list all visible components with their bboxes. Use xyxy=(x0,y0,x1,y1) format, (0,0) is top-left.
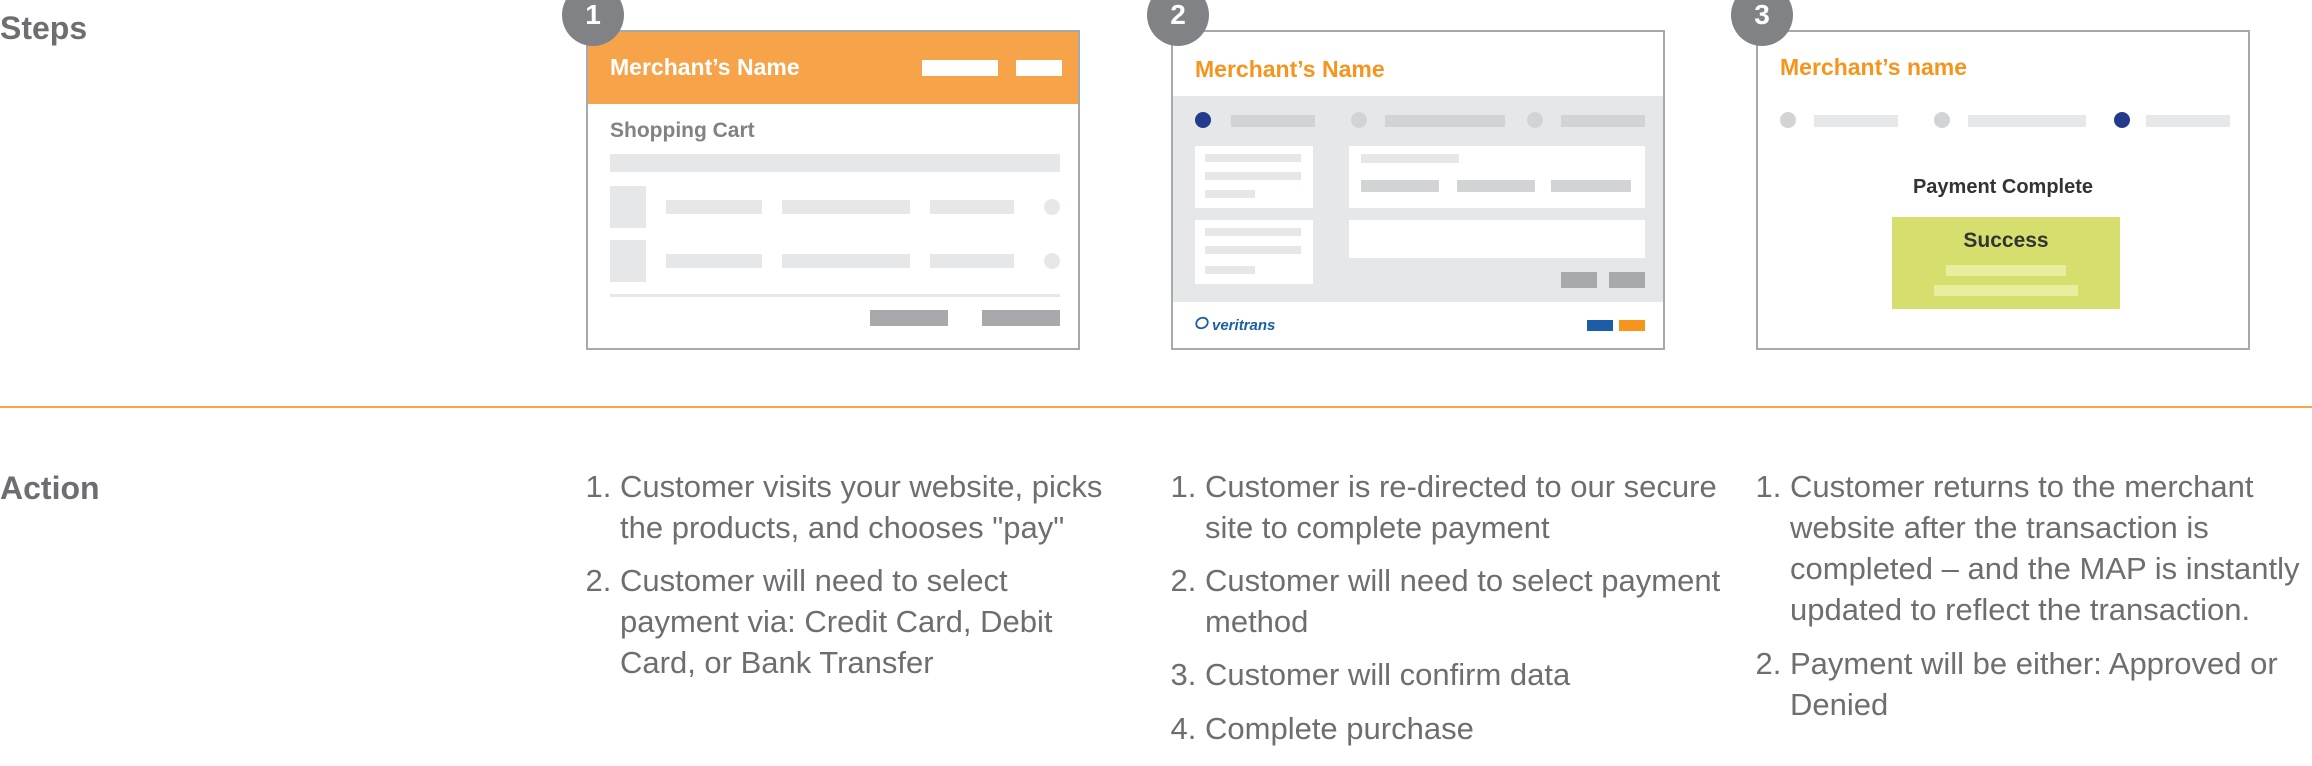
product-thumbnail xyxy=(610,240,646,282)
product-placeholder-bar xyxy=(666,200,762,214)
action-item: Complete purchase xyxy=(1205,708,1735,749)
product-placeholder-bar xyxy=(666,254,762,268)
field-placeholder xyxy=(1551,180,1631,192)
panel-placeholder-button xyxy=(1609,272,1645,288)
payment-form-box xyxy=(1349,146,1645,208)
payment-method-box xyxy=(1195,220,1313,284)
box-line xyxy=(1205,154,1301,162)
step-2-merchant-name: Merchant’s Name xyxy=(1195,56,1385,82)
box-line xyxy=(1205,246,1301,254)
header-placeholder-button xyxy=(1016,60,1062,76)
progress-dot xyxy=(1780,112,1796,128)
veritrans-logo: veritrans xyxy=(1195,316,1275,334)
veritrans-logo-text: veritrans xyxy=(1212,316,1276,334)
step-2-action-list: Customer is re-directed to our secure si… xyxy=(1170,466,1735,761)
step-2-badge: 2 xyxy=(1147,0,1209,46)
payment-complete-heading: Payment Complete xyxy=(1912,176,2094,198)
progress-placeholder-bar xyxy=(2146,115,2230,127)
step-1-header-bar: Merchant’s Name xyxy=(588,32,1078,104)
progress-placeholder-bar xyxy=(1814,115,1898,127)
product-placeholder-bar xyxy=(782,254,910,268)
steps-label: Steps xyxy=(0,10,88,46)
payment-method-box xyxy=(1195,146,1313,208)
box-line xyxy=(1205,228,1301,236)
action-label: Action xyxy=(0,470,100,506)
step-1-card: Merchant’s Name Shopping Cart xyxy=(586,30,1080,350)
box-line xyxy=(1205,266,1255,274)
progress-dot xyxy=(1934,112,1950,128)
cart-placeholder-bar xyxy=(610,154,1060,172)
action-item: Customer will need to select payment via… xyxy=(620,560,1120,683)
product-thumbnail xyxy=(610,186,646,228)
progress-placeholder-bar xyxy=(1385,115,1505,127)
payment-panel xyxy=(1173,96,1663,302)
success-placeholder-bar xyxy=(1946,265,2066,276)
product-placeholder-bar xyxy=(782,200,910,214)
panel-placeholder-button xyxy=(1561,272,1597,288)
field-placeholder xyxy=(1457,180,1535,192)
success-box: Success xyxy=(1892,217,2120,309)
step-3-card: Merchant’s name Payment Complete Success xyxy=(1756,30,2250,350)
step-1-badge: 1 xyxy=(562,0,624,46)
box-line xyxy=(1205,190,1255,198)
product-dot xyxy=(1044,199,1060,215)
card-brand-icon xyxy=(1587,320,1613,331)
header-placeholder-button xyxy=(922,60,998,76)
step-1-merchant-name: Merchant’s Name xyxy=(610,54,800,80)
progress-placeholder-bar xyxy=(1231,115,1315,127)
success-label: Success xyxy=(1963,229,2049,252)
action-item: Customer is re-directed to our secure si… xyxy=(1205,466,1735,548)
cart-placeholder-button xyxy=(982,310,1060,326)
box-line xyxy=(1361,154,1459,163)
cart-placeholder-button xyxy=(870,310,948,326)
payment-form-box xyxy=(1349,220,1645,258)
box-line xyxy=(1205,172,1301,180)
progress-dot-active xyxy=(2114,112,2130,128)
action-item: Customer will need to select payment met… xyxy=(1205,560,1735,642)
action-item: Payment will be either: Approved or Deni… xyxy=(1790,643,2312,725)
step-3-action-list: Customer returns to the merchant website… xyxy=(1755,466,2312,737)
action-item: Customer visits your website, picks the … xyxy=(620,466,1120,548)
step-1-action-list: Customer visits your website, picks the … xyxy=(585,466,1120,695)
step-3-merchant-name: Merchant’s name xyxy=(1780,54,1968,80)
step-1-subtitle: Shopping Cart xyxy=(610,119,755,142)
cart-separator xyxy=(610,294,1060,297)
veritrans-logo-icon xyxy=(1195,316,1209,334)
success-placeholder-bar xyxy=(1934,285,2078,296)
card-brand-icon xyxy=(1619,320,1645,331)
progress-placeholder-bar xyxy=(1968,115,2086,127)
product-placeholder-bar xyxy=(930,200,1014,214)
progress-dot-active xyxy=(1195,112,1211,128)
step-2-card: Merchant’s Name veritran xyxy=(1171,30,1665,350)
progress-dot xyxy=(1351,112,1367,128)
progress-placeholder-bar xyxy=(1561,115,1645,127)
progress-dot xyxy=(1527,112,1543,128)
field-placeholder xyxy=(1361,180,1439,192)
action-item: Customer returns to the merchant website… xyxy=(1790,466,2312,630)
product-placeholder-bar xyxy=(930,254,1014,268)
action-item: Customer will confirm data xyxy=(1205,654,1735,695)
section-divider xyxy=(0,406,2312,408)
product-dot xyxy=(1044,253,1060,269)
